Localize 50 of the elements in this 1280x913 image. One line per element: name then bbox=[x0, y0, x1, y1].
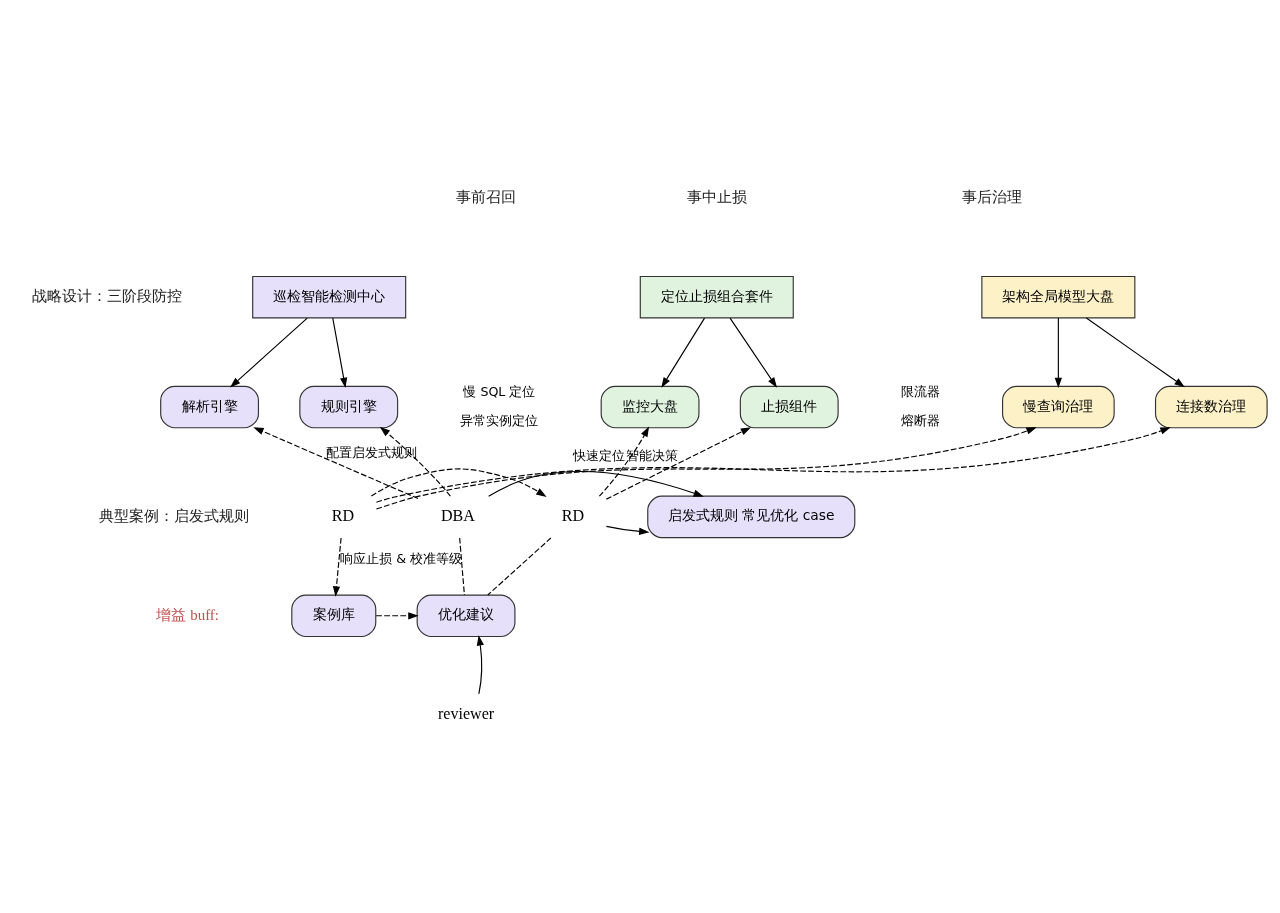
node-text: RD bbox=[331, 507, 355, 525]
node-text: RD bbox=[561, 507, 585, 525]
arrow bbox=[375, 427, 1037, 510]
arrow bbox=[332, 537, 342, 597]
arrow bbox=[375, 427, 1171, 503]
node-text: reviewer bbox=[437, 704, 495, 722]
edge-label: 智能决策 bbox=[625, 447, 678, 463]
arrow bbox=[379, 426, 451, 497]
arrow bbox=[332, 317, 348, 388]
node-box: 案例库 bbox=[291, 594, 377, 638]
arrow bbox=[661, 317, 706, 388]
arrow bbox=[375, 612, 419, 620]
node-box: 解析引擎 bbox=[160, 385, 260, 429]
label: 增益 buff: bbox=[156, 606, 219, 623]
node-box: 定位止损组合套件 bbox=[639, 275, 794, 319]
arrow bbox=[729, 317, 777, 388]
edge-label: 配置启发式规则 bbox=[326, 444, 418, 460]
node-box: 启发式规则 常见优化 case bbox=[647, 495, 856, 539]
node-label: 熔断器 bbox=[900, 412, 940, 428]
arrow bbox=[605, 525, 650, 535]
node-box: 止损组件 bbox=[739, 385, 839, 429]
node-box: 架构全局模型大盘 bbox=[981, 275, 1136, 319]
node-box: 监控大盘 bbox=[600, 385, 700, 429]
arrow bbox=[370, 468, 547, 497]
edge-label: 响应止损 & 校准等级 bbox=[340, 550, 463, 566]
label: 事后治理 bbox=[961, 189, 1022, 206]
arrow bbox=[1054, 317, 1062, 389]
node-box: 连接数治理 bbox=[1154, 385, 1268, 429]
arrow bbox=[253, 427, 419, 500]
node-label: 慢 SQL 定位 bbox=[463, 383, 536, 399]
label: 典型案例：启发式规则 bbox=[98, 507, 249, 524]
node-label: 异常实例定位 bbox=[460, 412, 539, 428]
node-box: 巡检智能检测中心 bbox=[252, 275, 407, 319]
edge-label: 快速定位 bbox=[573, 448, 626, 464]
arrow bbox=[476, 635, 484, 695]
label: 事中止损 bbox=[686, 189, 747, 206]
arrow bbox=[598, 426, 650, 497]
node-label: 限流器 bbox=[900, 383, 940, 399]
connector bbox=[459, 537, 465, 596]
node-text: DBA bbox=[441, 507, 475, 525]
arrow bbox=[1085, 317, 1185, 388]
arrow bbox=[488, 471, 704, 497]
connector bbox=[487, 537, 552, 596]
node-box: 慢查询治理 bbox=[1002, 385, 1115, 429]
label: 战略设计：三阶段防控 bbox=[32, 288, 183, 305]
node-box: 规则引擎 bbox=[299, 385, 399, 429]
node-box: 优化建议 bbox=[416, 594, 516, 638]
arrow bbox=[230, 317, 308, 388]
arrow bbox=[605, 427, 752, 500]
label: 事前召回 bbox=[455, 189, 516, 206]
